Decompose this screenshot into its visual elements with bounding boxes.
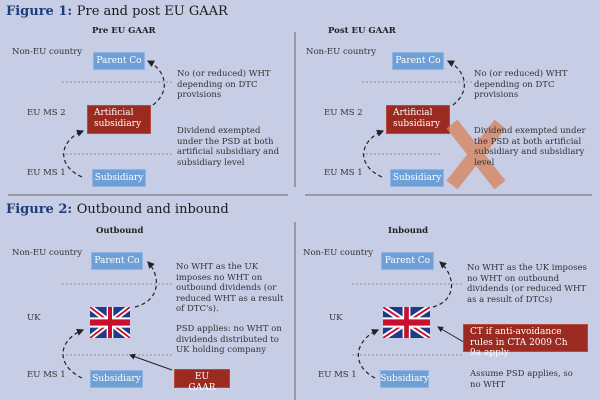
label-eu-ms2: EU MS 2 bbox=[324, 108, 363, 118]
label-uk: UK bbox=[27, 313, 41, 323]
figure1-title: Figure 1: Pre and post EU GAAR bbox=[6, 4, 228, 19]
dotted-borders bbox=[62, 81, 472, 356]
post-heading: Post EU GAAR bbox=[328, 26, 396, 36]
dividend-arrows bbox=[62, 60, 465, 379]
wht-note: No (or reduced) WHT depending on DTC pro… bbox=[474, 69, 568, 100]
wht-note: No WHT as the UK imposes no WHT on outbo… bbox=[176, 262, 284, 314]
artificial-subsidiary-box: Artificial subsidiary bbox=[87, 105, 151, 134]
label-eu-ms1: EU MS 1 bbox=[27, 370, 66, 380]
parent-co-box: Parent Co bbox=[93, 52, 145, 70]
figure2-label: Figure 2: bbox=[6, 202, 73, 217]
eu-gaar-box: EU GAAR bbox=[174, 369, 230, 393]
figure2-title: Figure 2: Outbound and inbound bbox=[6, 202, 229, 217]
artificial-subsidiary-box: Artificial subsidiary bbox=[386, 105, 450, 134]
label-uk: UK bbox=[329, 313, 343, 323]
uk-flag-icon bbox=[383, 307, 430, 338]
psd-note: PSD applies: no WHT on dividends distrib… bbox=[176, 324, 282, 355]
label-eu-ms1: EU MS 1 bbox=[318, 370, 357, 380]
pre-heading: Pre EU GAAR bbox=[92, 26, 156, 36]
dividend-note: Dividend exempted under the PSD at both … bbox=[474, 126, 586, 168]
gaar-arrow bbox=[129, 353, 173, 371]
parent-co-box: Parent Co bbox=[91, 252, 143, 270]
wht-note: No WHT as the UK imposes no WHT on outbo… bbox=[467, 263, 587, 305]
label-non-eu: Non-EU country bbox=[12, 248, 83, 258]
figure1-title-text: Pre and post EU GAAR bbox=[76, 4, 228, 19]
ct-note-box: CT if anti-avoidance rules in CTA 2009 C… bbox=[463, 324, 588, 358]
figure2-title-text: Outbound and inbound bbox=[76, 202, 229, 217]
parent-co-box: Parent Co bbox=[392, 52, 444, 70]
outbound-heading: Outbound bbox=[96, 226, 144, 236]
subsidiary-box: Subsidiary bbox=[380, 370, 429, 388]
inbound-heading: Inbound bbox=[388, 226, 429, 236]
wht-note: No (or reduced) WHT depending on DTC pro… bbox=[177, 69, 271, 100]
subsidiary-box: Subsidiary bbox=[90, 370, 143, 388]
label-non-eu: Non-EU country bbox=[12, 47, 83, 57]
label-non-eu: Non-EU country bbox=[303, 248, 374, 258]
dividend-note: Dividend exempted under the PSD at both … bbox=[177, 126, 280, 168]
label-non-eu: Non-EU country bbox=[306, 47, 377, 57]
label-eu-ms2: EU MS 2 bbox=[27, 108, 66, 118]
uk-flag-icon bbox=[90, 307, 130, 338]
parent-co-box: Parent Co bbox=[381, 252, 434, 270]
subsidiary-box: Subsidiary bbox=[92, 169, 146, 187]
assume-note: Assume PSD applies, so no WHT bbox=[470, 369, 573, 390]
subsidiary-box: Subsidiary bbox=[390, 169, 444, 187]
figure1-label: Figure 1: bbox=[6, 4, 73, 19]
ct-arrow bbox=[437, 326, 468, 345]
label-eu-ms1: EU MS 1 bbox=[27, 168, 66, 178]
label-eu-ms1: EU MS 1 bbox=[324, 168, 363, 178]
panel-dividers bbox=[8, 32, 592, 400]
